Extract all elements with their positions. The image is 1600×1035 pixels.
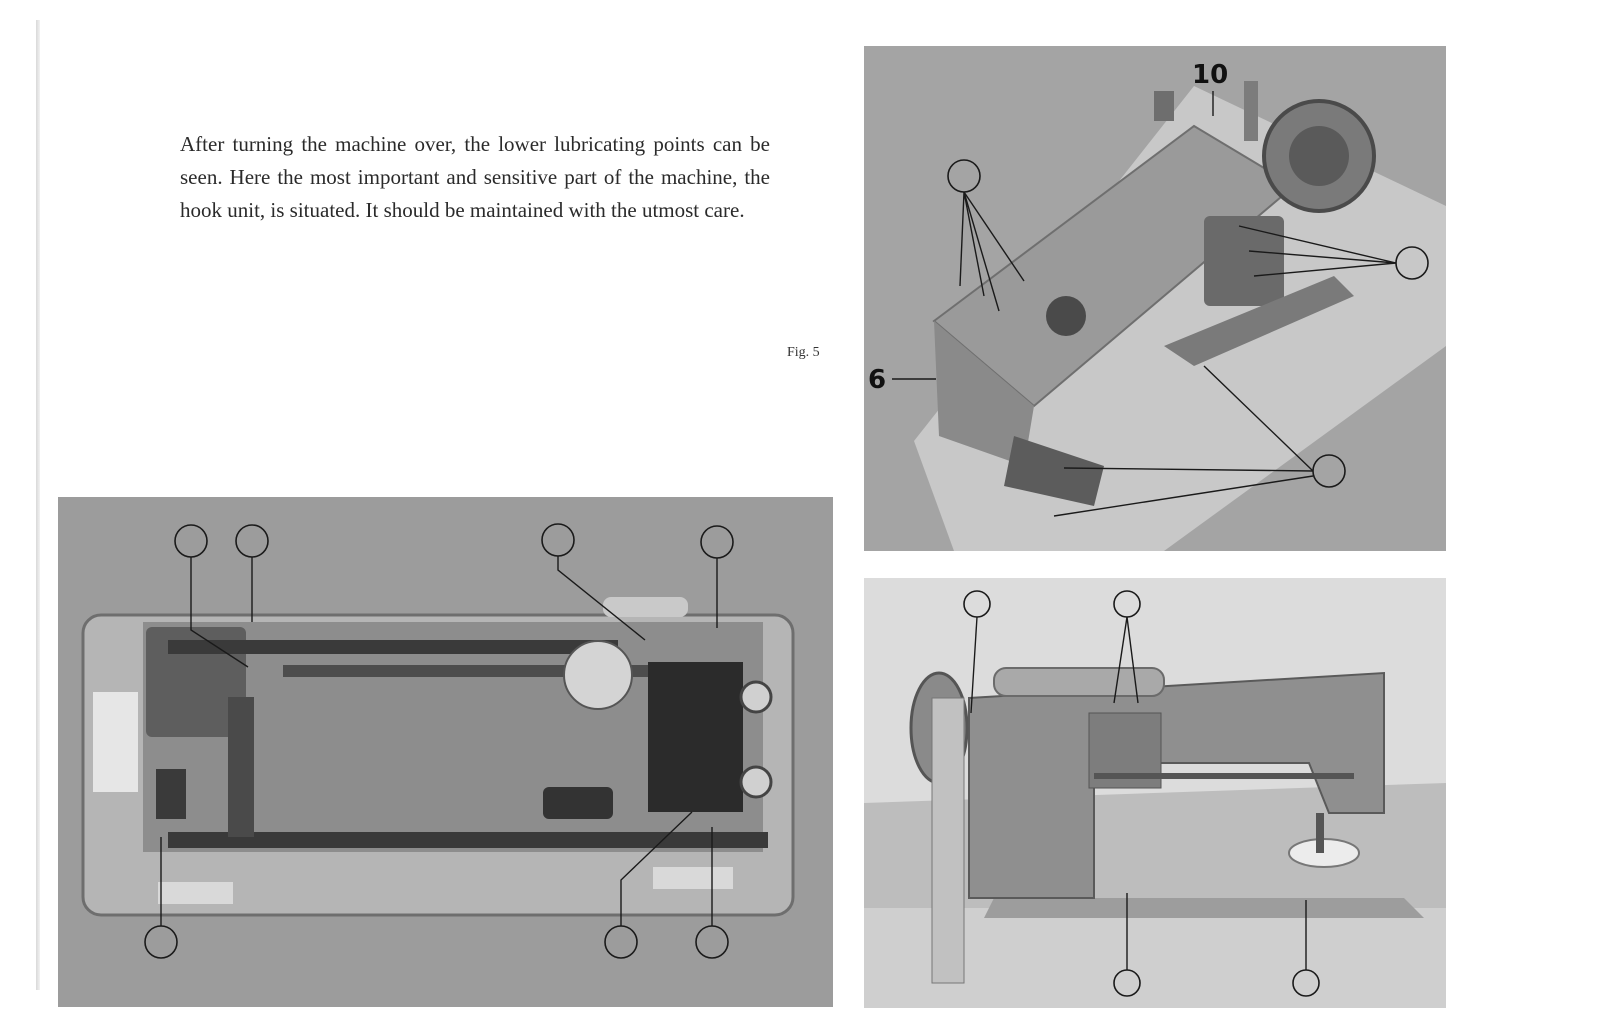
reference-number-10: 10 [1192,60,1228,90]
machine-side-photo [864,578,1446,1008]
underside-photo [58,497,833,1007]
page-binding-edge [36,20,40,990]
reference-number-6: 6 [868,365,886,395]
machine-top-photo: 10 6 [864,46,1446,551]
figure-label: Fig. 5 [787,345,820,360]
intro-paragraph: After turning the machine over, the lowe… [180,132,770,222]
